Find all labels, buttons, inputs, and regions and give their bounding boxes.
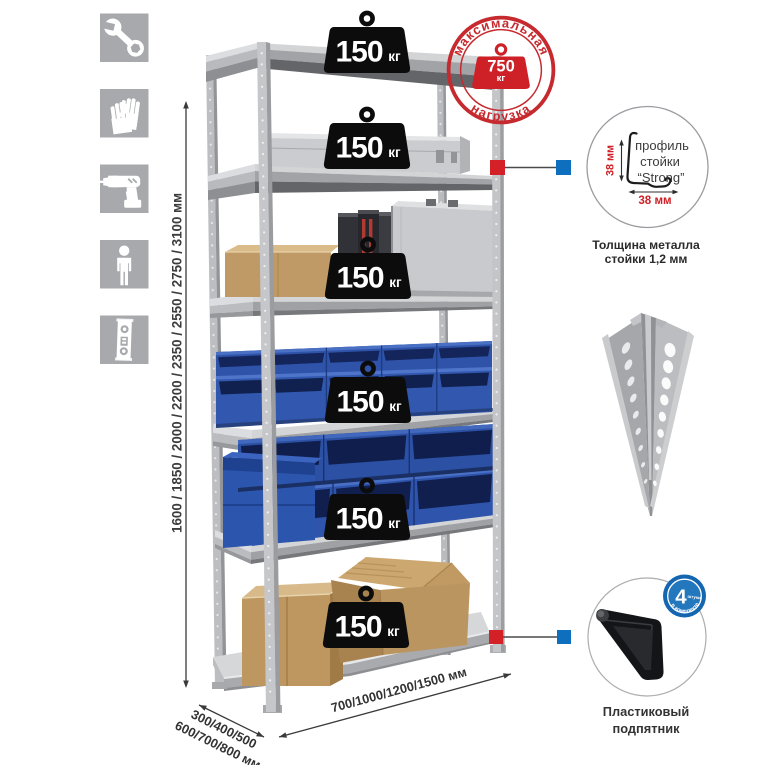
svg-text:1600 / 1850 / 2000 / 2200 / 23: 1600 / 1850 / 2000 / 2200 / 2350 / 2550 …: [170, 193, 185, 533]
svg-text:штуки: штуки: [687, 594, 701, 601]
svg-text:4: 4: [675, 586, 687, 609]
svg-text:750: 750: [487, 58, 515, 76]
svg-text:Пластиковый: Пластиковый: [603, 704, 689, 719]
svg-text:нагрузка: нагрузка: [468, 100, 533, 124]
svg-text:38 мм: 38 мм: [605, 145, 617, 176]
svg-text:кг: кг: [497, 73, 506, 84]
svg-text:“Strong”: “Strong”: [638, 170, 685, 185]
svg-text:Толщина металла: Толщина металла: [592, 238, 700, 252]
svg-text:подпятник: подпятник: [613, 721, 681, 736]
svg-text:стойки 1,2 мм: стойки 1,2 мм: [605, 252, 688, 266]
svg-text:38 мм: 38 мм: [638, 194, 671, 207]
svg-text:профиль: профиль: [635, 138, 689, 153]
svg-text:стойки: стойки: [640, 154, 680, 169]
